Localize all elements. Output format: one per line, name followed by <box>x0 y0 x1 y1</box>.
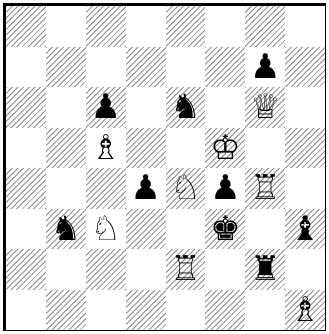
white-rook-g4[interactable]: ♖ <box>245 168 285 209</box>
black-king-f3[interactable]: ♚ <box>205 209 245 250</box>
square-d8[interactable] <box>126 6 166 47</box>
square-c4[interactable] <box>86 168 126 209</box>
square-e3[interactable] <box>166 209 206 250</box>
square-h2[interactable] <box>285 249 325 290</box>
square-g7[interactable]: ♟ <box>245 47 285 88</box>
square-g5[interactable] <box>245 128 285 169</box>
white-rook-icon: ♖ <box>170 252 200 286</box>
black-knight-icon: ♞ <box>170 90 200 124</box>
black-pawn-d4[interactable]: ♟ <box>126 168 166 209</box>
black-pawn-icon: ♟ <box>210 171 240 205</box>
square-a5[interactable] <box>6 128 46 169</box>
black-rook-g2[interactable]: ♜ <box>245 249 285 290</box>
black-knight-icon: ♞ <box>51 212 81 246</box>
white-rook-e2[interactable]: ♖ <box>166 249 206 290</box>
square-d7[interactable] <box>126 47 166 88</box>
white-queen-icon: ♕ <box>250 90 280 124</box>
black-knight-b3[interactable]: ♞ <box>46 209 86 250</box>
chess-board: ♟ ♟ ♞ ♕ ♗ ♔ ♟ ♘ ♟ ♖ ♞ ♘ ♚ ♝ ♖ ♜ ♗ <box>3 3 326 331</box>
square-c2[interactable] <box>86 249 126 290</box>
square-e5[interactable] <box>166 128 206 169</box>
black-pawn-icon: ♟ <box>250 50 280 84</box>
square-d5[interactable] <box>126 128 166 169</box>
black-knight-e6[interactable]: ♞ <box>166 87 206 128</box>
white-bishop-icon: ♗ <box>90 131 120 165</box>
square-b8[interactable] <box>46 6 86 47</box>
square-c1[interactable] <box>86 290 126 331</box>
square-d6[interactable] <box>126 87 166 128</box>
square-f3[interactable]: ♚ <box>205 209 245 250</box>
black-bishop-h3[interactable]: ♝ <box>285 209 325 250</box>
square-d1[interactable] <box>126 290 166 331</box>
square-h5[interactable] <box>285 128 325 169</box>
square-e6[interactable]: ♞ <box>166 87 206 128</box>
square-h3[interactable]: ♝ <box>285 209 325 250</box>
square-g3[interactable] <box>245 209 285 250</box>
square-e7[interactable] <box>166 47 206 88</box>
square-a4[interactable] <box>6 168 46 209</box>
square-c3[interactable]: ♘ <box>86 209 126 250</box>
square-g2[interactable]: ♜ <box>245 249 285 290</box>
square-f6[interactable] <box>205 87 245 128</box>
white-king-icon: ♔ <box>210 131 240 165</box>
white-bishop-icon: ♗ <box>290 293 320 327</box>
black-pawn-icon: ♟ <box>130 171 160 205</box>
black-pawn-f4[interactable]: ♟ <box>205 168 245 209</box>
black-pawn-c6[interactable]: ♟ <box>86 87 126 128</box>
square-f2[interactable] <box>205 249 245 290</box>
square-c5[interactable]: ♗ <box>86 128 126 169</box>
square-a6[interactable] <box>6 87 46 128</box>
black-bishop-icon: ♝ <box>290 212 320 246</box>
square-f7[interactable] <box>205 47 245 88</box>
square-h7[interactable] <box>285 47 325 88</box>
square-g8[interactable] <box>245 6 285 47</box>
white-bishop-h1[interactable]: ♗ <box>285 290 325 331</box>
square-b3[interactable]: ♞ <box>46 209 86 250</box>
square-f5[interactable]: ♔ <box>205 128 245 169</box>
square-h1[interactable]: ♗ <box>285 290 325 331</box>
white-rook-icon: ♖ <box>250 171 280 205</box>
square-b2[interactable] <box>46 249 86 290</box>
square-d3[interactable] <box>126 209 166 250</box>
square-e1[interactable] <box>166 290 206 331</box>
square-e8[interactable] <box>166 6 206 47</box>
white-queen-g6[interactable]: ♕ <box>245 87 285 128</box>
square-e2[interactable]: ♖ <box>166 249 206 290</box>
square-c8[interactable] <box>86 6 126 47</box>
white-knight-e4[interactable]: ♘ <box>166 168 206 209</box>
square-h8[interactable] <box>285 6 325 47</box>
black-pawn-g7[interactable]: ♟ <box>245 47 285 88</box>
square-d2[interactable] <box>126 249 166 290</box>
square-b4[interactable] <box>46 168 86 209</box>
square-g1[interactable] <box>245 290 285 331</box>
square-h6[interactable] <box>285 87 325 128</box>
square-a3[interactable] <box>6 209 46 250</box>
square-g4[interactable]: ♖ <box>245 168 285 209</box>
square-b7[interactable] <box>46 47 86 88</box>
white-knight-icon: ♘ <box>170 171 200 205</box>
square-c6[interactable]: ♟ <box>86 87 126 128</box>
black-king-icon: ♚ <box>210 212 240 246</box>
white-bishop-c5[interactable]: ♗ <box>86 128 126 169</box>
square-f8[interactable] <box>205 6 245 47</box>
square-b6[interactable] <box>46 87 86 128</box>
white-king-f5[interactable]: ♔ <box>205 128 245 169</box>
square-h4[interactable] <box>285 168 325 209</box>
square-b1[interactable] <box>46 290 86 331</box>
white-knight-c3[interactable]: ♘ <box>86 209 126 250</box>
white-knight-icon: ♘ <box>90 212 120 246</box>
square-f4[interactable]: ♟ <box>205 168 245 209</box>
square-a1[interactable] <box>6 290 46 331</box>
square-a7[interactable] <box>6 47 46 88</box>
square-e4[interactable]: ♘ <box>166 168 206 209</box>
square-g6[interactable]: ♕ <box>245 87 285 128</box>
square-b5[interactable] <box>46 128 86 169</box>
black-rook-icon: ♜ <box>250 252 280 286</box>
square-d4[interactable]: ♟ <box>126 168 166 209</box>
black-pawn-icon: ♟ <box>90 90 120 124</box>
square-a8[interactable] <box>6 6 46 47</box>
square-a2[interactable] <box>6 249 46 290</box>
square-c7[interactable] <box>86 47 126 88</box>
square-f1[interactable] <box>205 290 245 331</box>
